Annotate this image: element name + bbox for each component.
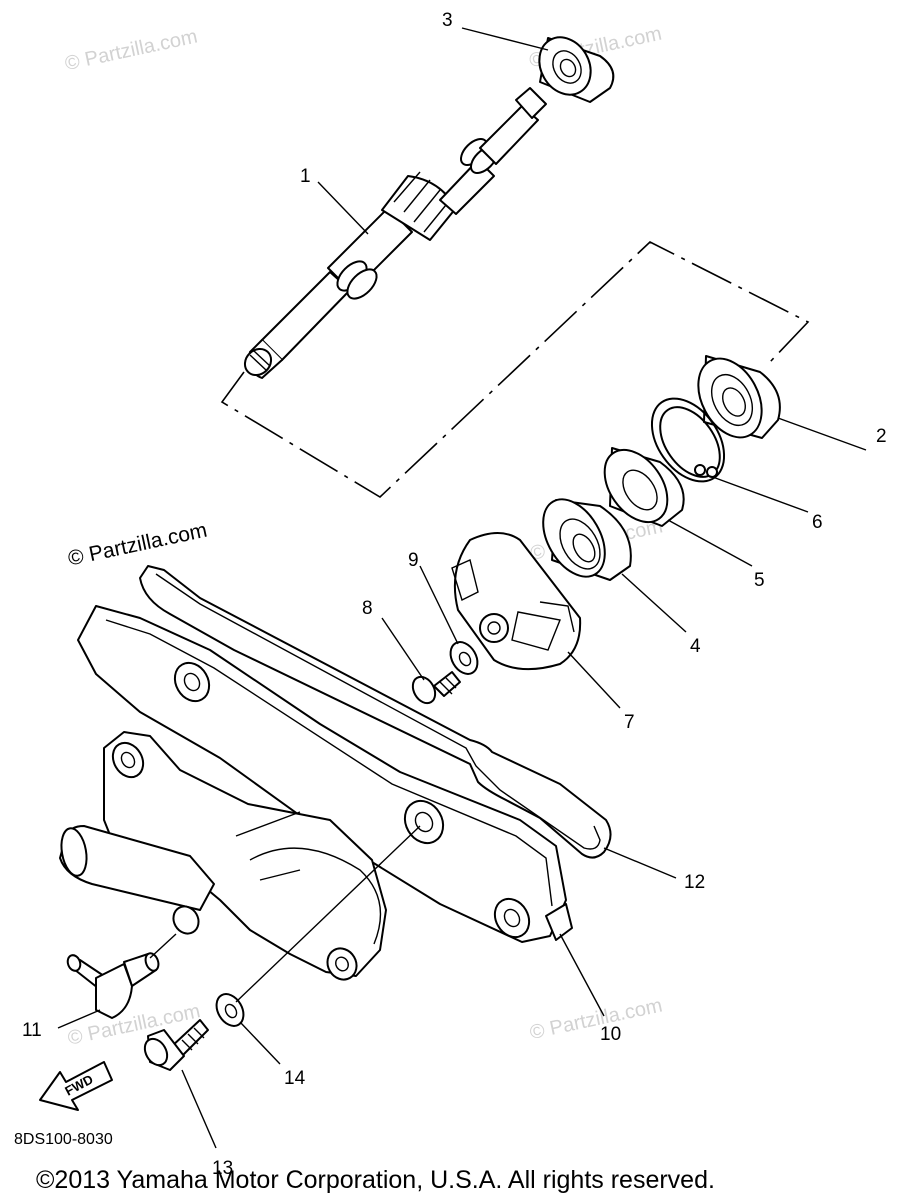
watermark-main: © Partzilla.com: [66, 519, 209, 571]
impeller-shaft-part-1: [243, 87, 547, 379]
callout-13: 13: [212, 1158, 233, 1179]
svg-text:© Partzilla.com: © Partzilla.com: [66, 519, 209, 571]
callout-12: 12: [684, 872, 705, 893]
callout-6: 6: [812, 512, 823, 533]
callout-7: 7: [624, 712, 635, 733]
hose-fitting-part-11: [66, 952, 160, 1019]
callout-11: 11: [22, 1020, 42, 1041]
svg-text:© Partzilla.com: © Partzilla.com: [63, 26, 199, 76]
leader-lines: [57, 27, 867, 1149]
washer-part-9: [449, 641, 479, 675]
callout-9: 9: [408, 550, 419, 571]
callout-10: 10: [600, 1024, 621, 1045]
callout-1: 1: [300, 166, 311, 187]
bolt-part-13: [143, 1019, 209, 1071]
pump-cover-part-10: [77, 605, 573, 943]
callout-4: 4: [690, 636, 701, 657]
oil-seal-part-5: [603, 447, 685, 527]
bolt-part-8: [411, 671, 461, 705]
impeller-part-7: [451, 532, 582, 671]
gasket-part-12: [139, 565, 612, 859]
mechanical-seal-part-4: [542, 498, 632, 581]
assembly-bracket: [220, 241, 810, 498]
diagram-code: 8DS100-8030: [14, 1131, 113, 1148]
callout-5: 5: [754, 570, 765, 591]
copyright-notice: ©2013 Yamaha Motor Corporation, U.S.A. A…: [36, 1166, 715, 1194]
callout-8: 8: [362, 598, 373, 619]
watermark-top-left: © Partzilla.com: [63, 26, 199, 76]
callout-3: 3: [442, 10, 453, 31]
callout-14: 14: [284, 1068, 306, 1089]
fwd-arrow-icon: FWD: [39, 1061, 113, 1111]
bearing-right-part-2: [697, 355, 781, 439]
pump-housing: [59, 731, 387, 981]
callout-2: 2: [876, 426, 887, 447]
bearing-top-part-3: [538, 36, 615, 103]
